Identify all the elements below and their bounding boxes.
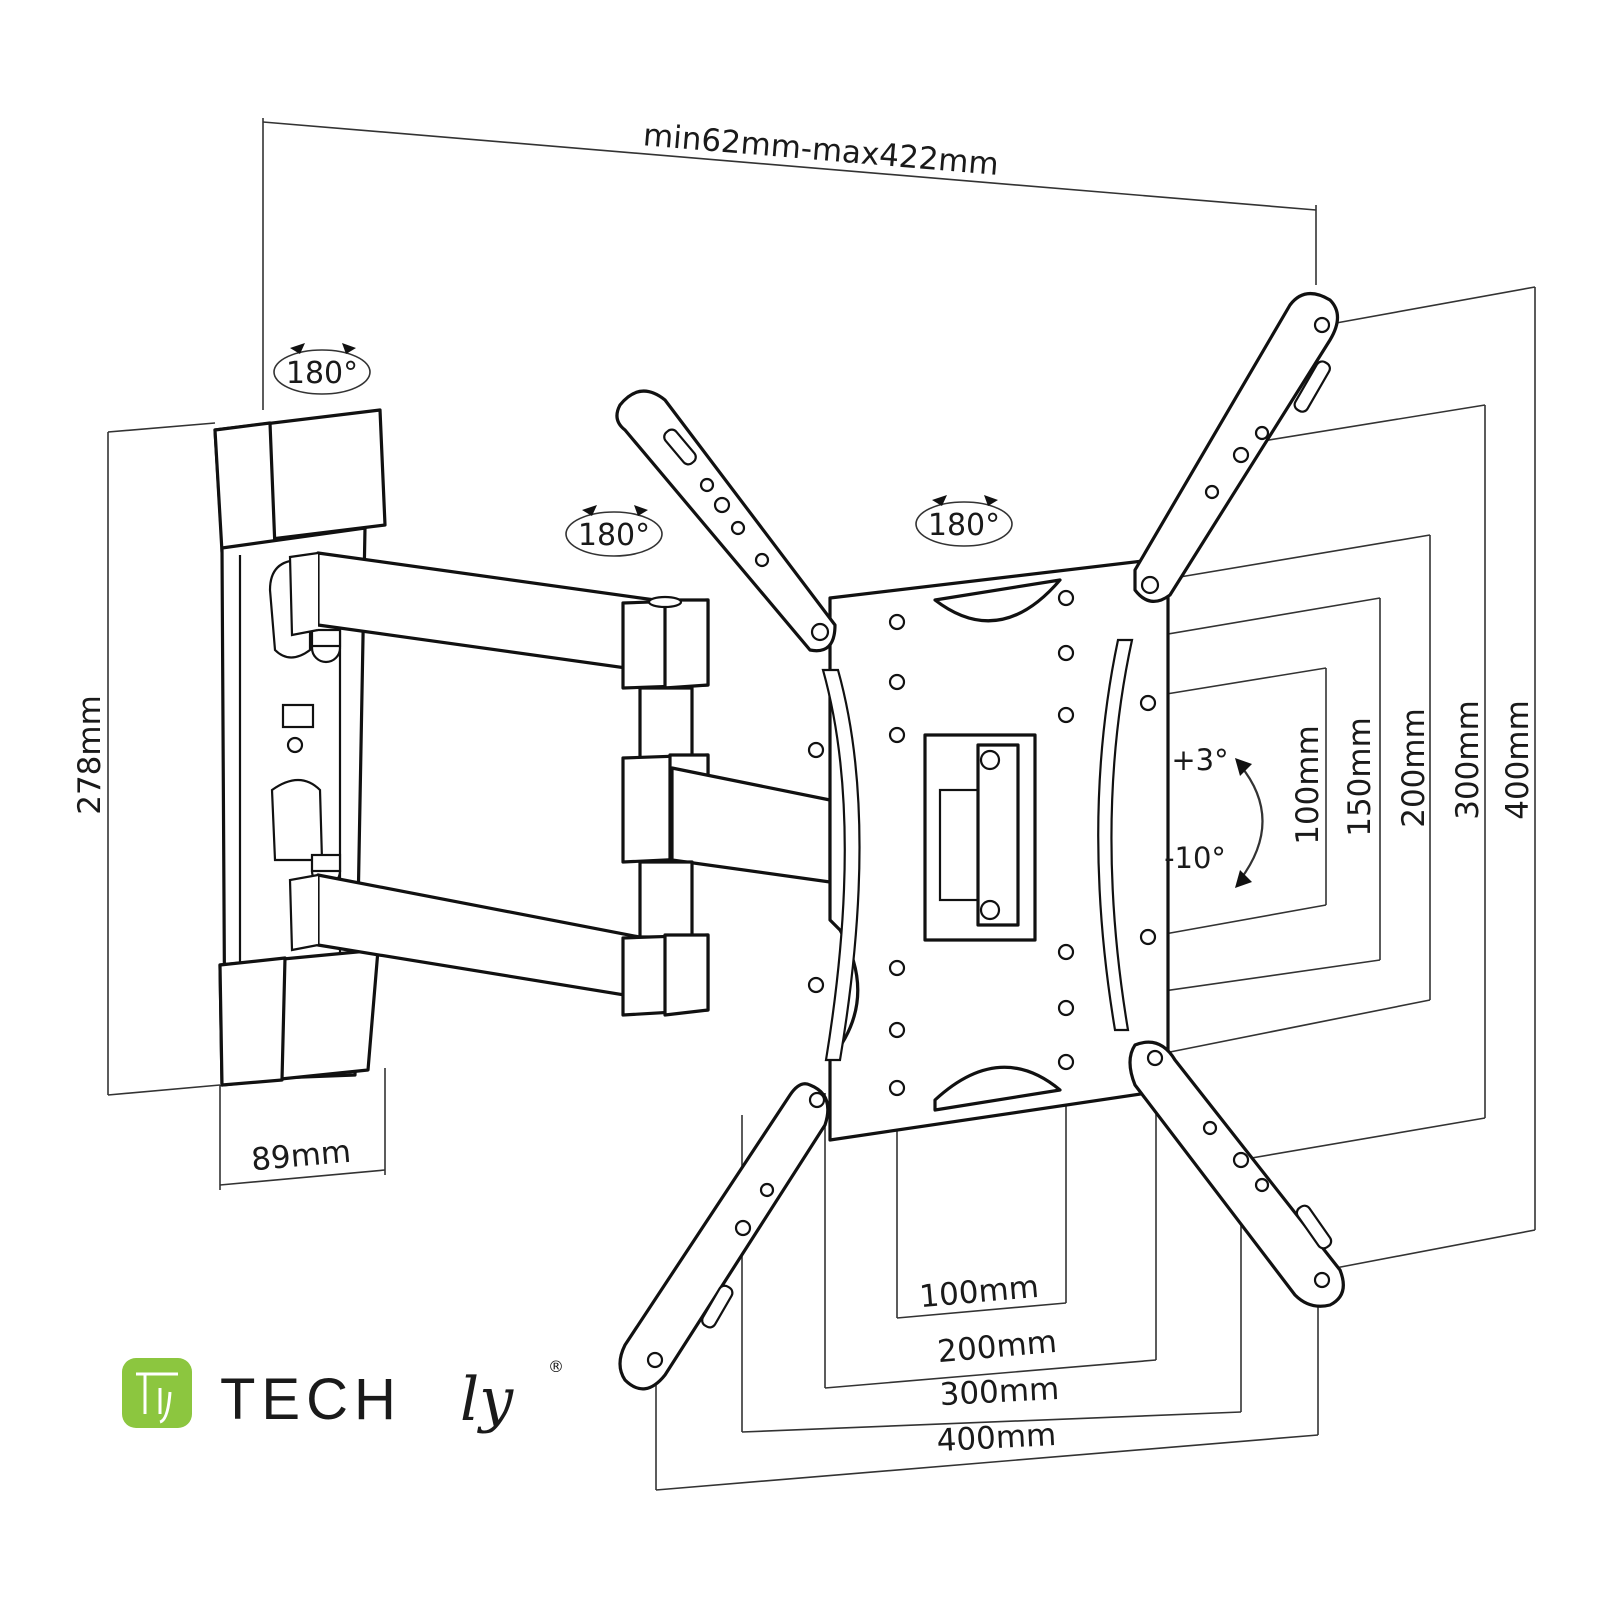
rotation-badge-wall: 180° [273, 343, 371, 395]
adapter-arm-bottom-left [618, 1082, 830, 1391]
vesa-width-100-label: 100mm [918, 1269, 1040, 1315]
techly-logo: TECH ly ® [122, 1357, 564, 1435]
tilt-down-label: -10° [1164, 841, 1226, 875]
vesa-height-400-label: 400mm [1500, 700, 1536, 820]
rotation-label-wall: 180° [286, 356, 358, 391]
vesa-height-100-label: 100mm [1290, 725, 1326, 845]
vesa-height-200-label: 200mm [1396, 708, 1432, 828]
adapter-arm-bottom-right [1128, 1040, 1345, 1308]
rotation-badge-plate: 180° [915, 495, 1013, 547]
swing-arms [288, 551, 832, 1017]
vesa-width-200-label: 200mm [936, 1324, 1058, 1370]
height-dimension-label: 278mm [72, 695, 108, 815]
extension-dimension-label: min62mm-max422mm [642, 117, 1000, 183]
vesa-width-300-label: 300mm [939, 1371, 1060, 1413]
vesa-width-400-label: 400mm [936, 1417, 1057, 1459]
tilt-up-label: +3° [1171, 743, 1228, 777]
vesa-height-300-label: 300mm [1450, 700, 1486, 820]
rotation-label-arm: 180° [578, 518, 650, 553]
vesa-height-150-label: 150mm [1342, 717, 1378, 837]
techly-logo-badge [122, 1358, 192, 1428]
depth-dimension-label: 89mm [250, 1134, 353, 1179]
brand-name-main: TECH [220, 1367, 402, 1432]
brand-name-script: ly [460, 1365, 514, 1435]
rotation-label-plate: 180° [928, 508, 1000, 543]
tilt-arrow [1235, 758, 1264, 888]
wall-bracket [213, 408, 387, 1087]
adapter-arm-top-right [1133, 292, 1340, 603]
brand-trademark: ® [548, 1357, 564, 1376]
vesa-plate [807, 556, 1170, 1142]
dimension-lines [107, 118, 1536, 1491]
adapter-arm-top-left [615, 389, 837, 653]
vesa-holes [807, 589, 1157, 1097]
rotation-badge-arm: 180° [565, 505, 663, 557]
